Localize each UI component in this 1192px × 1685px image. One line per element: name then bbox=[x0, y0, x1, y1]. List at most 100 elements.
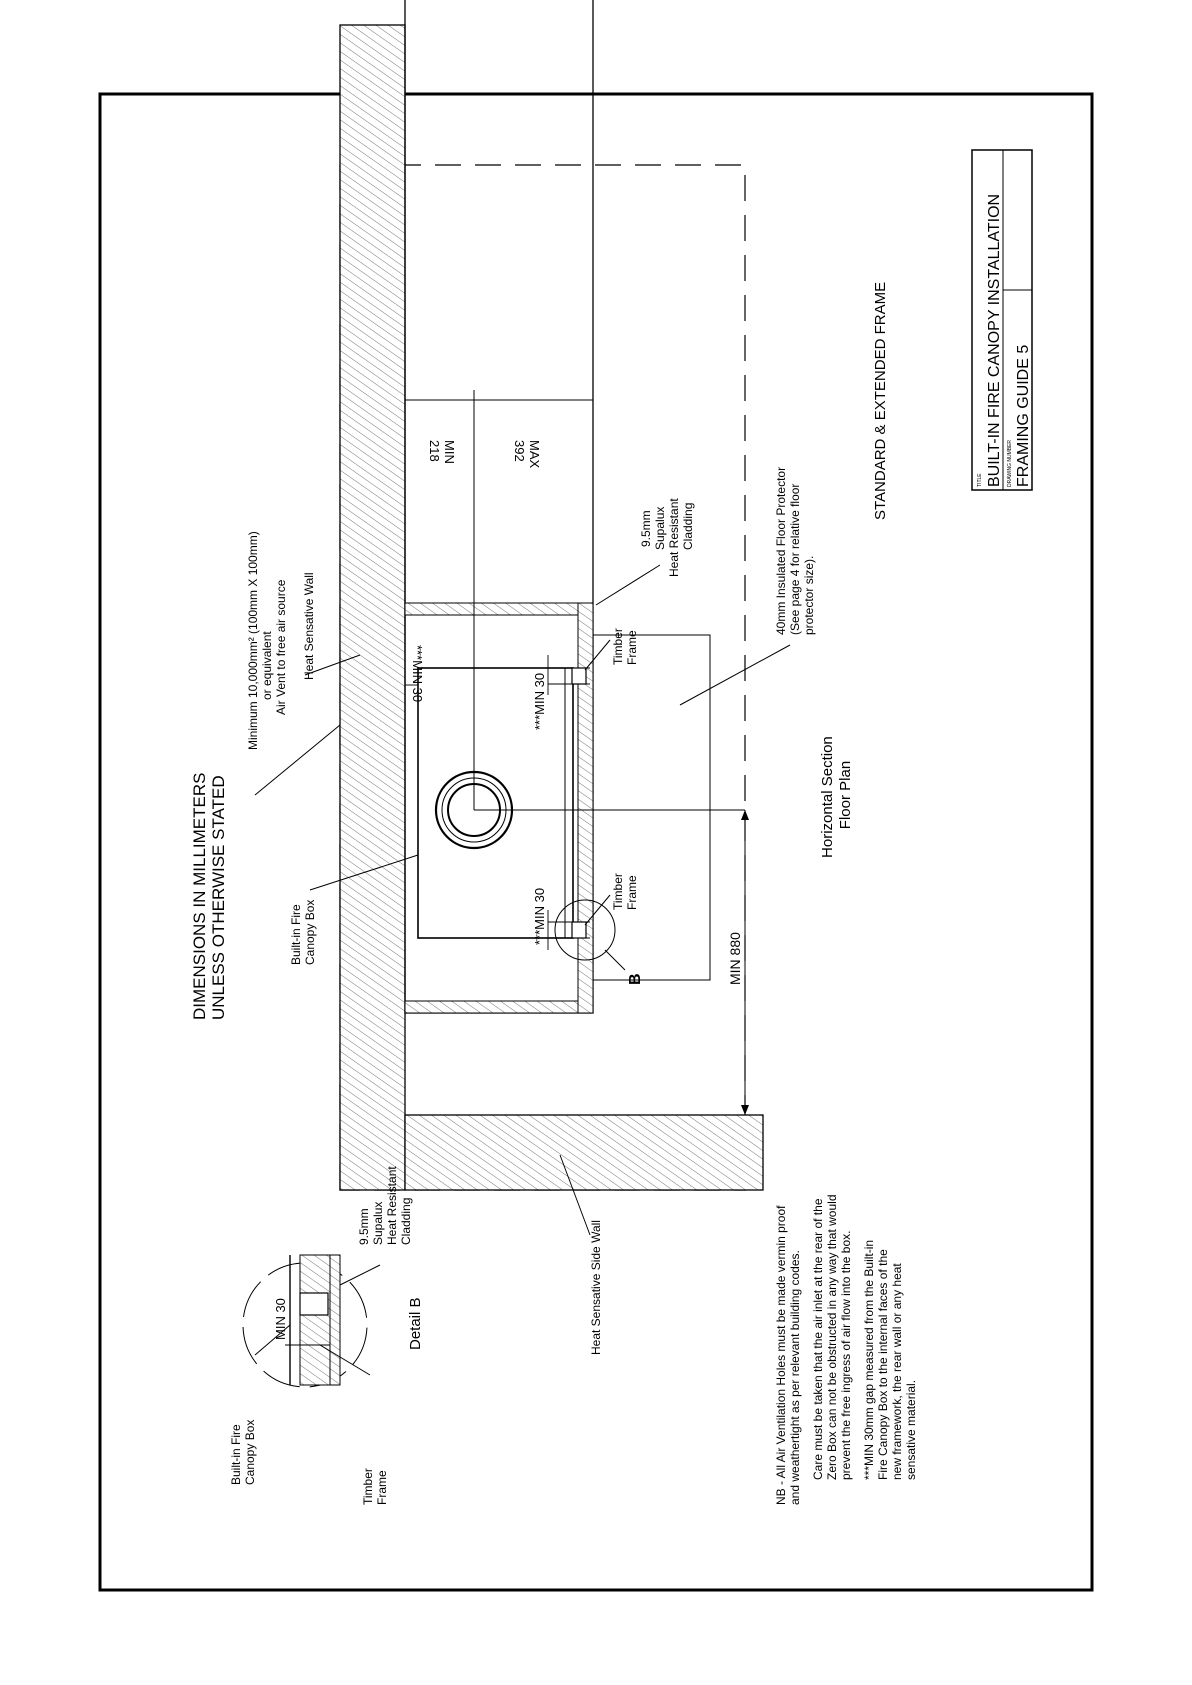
detail-b-timber-label: Timber Frame bbox=[361, 1465, 389, 1505]
note-2-line-3: prevent the free ingress of air flow int… bbox=[839, 1231, 853, 1480]
note-3-line-3: new framework, the rear wall or any heat bbox=[890, 1263, 904, 1480]
dim-880-arrow-left bbox=[741, 1105, 749, 1115]
detail-b-cladding-label: 9.5mm Supalux Heat Resistant Cladding bbox=[357, 1163, 413, 1245]
timber-frame-block-left bbox=[571, 921, 587, 939]
note-3-line-1: ***MIN 30mm gap measured from the Built-… bbox=[862, 1240, 876, 1480]
note-1: NB - All Air Ventilation Holes must be m… bbox=[774, 1202, 802, 1505]
dim-min30-right-label: ***MIN 30 bbox=[532, 673, 547, 730]
framework-cladding-left bbox=[404, 1000, 594, 1014]
header-title-line-2: UNLESS OTHERWISE STATED bbox=[209, 775, 228, 1020]
note-2-line-2: Zero Box can not be obstructed in any wa… bbox=[825, 1195, 839, 1481]
note-3-line-2: Fire Canopy Box to the internal faces of… bbox=[876, 1249, 890, 1480]
canopy-box-label-line-1: Built-in Fire bbox=[289, 904, 303, 965]
floor-protector-label-line-1: 40mm Insulated Floor Protector bbox=[774, 467, 788, 635]
detail-b-leader bbox=[604, 949, 626, 971]
timber-frame-label-left: Timber Frame bbox=[611, 870, 639, 910]
cladding-label-line-3: Heat Resistant bbox=[667, 498, 681, 577]
view-name-line-2: Floor Plan bbox=[837, 761, 854, 829]
air-vent-leader bbox=[254, 724, 341, 796]
floor-protector-label-line-3: protector size). bbox=[802, 556, 816, 635]
detail-b-cladding-label-line-1: 9.5mm bbox=[357, 1208, 371, 1245]
framework-cladding-front bbox=[577, 602, 594, 1014]
timber-frame-label-left-line-2: Frame bbox=[625, 875, 639, 910]
dim-218-label: 218 MIN bbox=[427, 440, 457, 465]
detail-b: MIN 30 Built-in Fire Canopy Box Timber F… bbox=[229, 1163, 424, 1505]
heat-wall-leader bbox=[304, 654, 361, 676]
framework-cladding-right bbox=[404, 602, 594, 616]
floor-plan: MIN 880 ***MIN 30 ***MIN 30 ***MIN 30 B … bbox=[190, 0, 889, 1355]
dim-min30-left-label: ***MIN 30 bbox=[532, 888, 547, 945]
cladding-label-line-2: Supalux bbox=[653, 507, 667, 550]
note-1-line-1: NB - All Air Ventilation Holes must be m… bbox=[774, 1205, 788, 1505]
frame-type-label: STANDARD & EXTENDED FRAME bbox=[872, 282, 889, 520]
notes: NB - All Air Ventilation Holes must be m… bbox=[774, 1191, 918, 1506]
rear-wall bbox=[339, 24, 406, 1191]
floor-protector-line bbox=[593, 634, 711, 981]
air-vent-label: Minimum 10,000mm² (100mm X 100mm) or equ… bbox=[246, 528, 288, 750]
detail-b-cladding-leader bbox=[339, 1264, 381, 1286]
canopy-box-label: Built-in Fire Canopy Box bbox=[289, 900, 317, 965]
timber-frame-label-right: Timber Frame bbox=[611, 625, 639, 665]
view-name-line-1: Horizontal Section bbox=[819, 736, 836, 858]
note-3: ***MIN 30mm gap measured from the Built-… bbox=[862, 1237, 918, 1480]
detail-b-canopy-label-line-2: Canopy Box bbox=[243, 1420, 257, 1485]
dim-218-qualifier: MIN bbox=[442, 440, 457, 464]
title-block-frame bbox=[971, 149, 1033, 491]
header-title-line-1: DIMENSIONS IN MILLIMETERS bbox=[190, 773, 209, 1020]
canopy-box bbox=[417, 667, 574, 939]
note-1-line-2: and weathertight as per relevant buildin… bbox=[788, 1250, 802, 1505]
detail-b-title: Detail B bbox=[407, 1297, 424, 1350]
detail-b-canopy-label: Built-in Fire Canopy Box bbox=[229, 1420, 257, 1485]
air-vent-label-line-3: Air Vent to free air source bbox=[274, 579, 288, 715]
cladding-label: 9.5mm Supalux Heat Resistant Cladding bbox=[639, 495, 695, 577]
cladding-label-line-1: 9.5mm bbox=[639, 510, 653, 547]
dim-392-qualifier: MAX bbox=[527, 440, 542, 469]
drawing-number: FRAMING GUIDE 5 bbox=[1015, 345, 1032, 487]
detail-b-circle bbox=[554, 899, 616, 961]
title-caption: TITLE bbox=[977, 473, 983, 487]
detail-b-cladding-label-line-3: Heat Resistant bbox=[385, 1166, 399, 1245]
timber-frame-label-left-line-1: Timber bbox=[611, 873, 625, 910]
header-title: DIMENSIONS IN MILLIMETERS UNLESS OTHERWI… bbox=[190, 768, 228, 1020]
drawing-title: BUILT-IN FIRE CANOPY INSTALLATION bbox=[986, 194, 1003, 487]
cladding-label-line-4: Cladding bbox=[681, 503, 695, 550]
detail-b-timber-label-line-2: Frame bbox=[375, 1470, 389, 1505]
detail-b-marker: B bbox=[627, 973, 644, 985]
air-vent-label-line-2: or equivalent bbox=[260, 631, 274, 700]
detail-b-timber-label-line-1: Timber bbox=[361, 1468, 375, 1505]
dim-392-value: 392 bbox=[512, 440, 527, 462]
dim-880-label: MIN 880 bbox=[727, 932, 743, 985]
timber-frame-label-right-line-1: Timber bbox=[611, 628, 625, 665]
rotated-drawing: MIN 880 ***MIN 30 ***MIN 30 ***MIN 30 B … bbox=[190, 0, 1033, 1506]
side-wall-leader bbox=[559, 1154, 591, 1236]
floor-protector-label-line-2: (See page 4 for relative floor bbox=[788, 484, 802, 635]
side-wall bbox=[404, 1114, 764, 1191]
detail-b-canopy-label-line-1: Built-in Fire bbox=[229, 1424, 243, 1485]
note-2: Care must be taken that the air inlet at… bbox=[811, 1191, 853, 1480]
timber-frame-block-right bbox=[571, 667, 587, 685]
side-wall-label: Heat Sensative Side Wall bbox=[589, 1220, 603, 1355]
detail-b-cladding bbox=[329, 1254, 341, 1386]
detail-b-timber-block bbox=[299, 1292, 329, 1316]
dim-218-value: 218 bbox=[427, 440, 442, 462]
dim-min30-rear-label: ***MIN 30 bbox=[410, 645, 425, 702]
floor-protector-label: 40mm Insulated Floor Protector (See page… bbox=[774, 464, 816, 635]
dim-392-label: 392 MAX bbox=[512, 440, 542, 469]
detail-b-timber bbox=[299, 1254, 331, 1386]
detail-b-cladding-label-line-2: Supalux bbox=[371, 1202, 385, 1245]
air-vent-label-line-1: Minimum 10,000mm² (100mm X 100mm) bbox=[246, 531, 260, 750]
detail-b-cladding-label-line-4: Cladding bbox=[399, 1198, 413, 1245]
canopy-box-label-line-2: Canopy Box bbox=[303, 900, 317, 965]
drawing-number-caption: DRAWING NUMBER bbox=[1007, 440, 1013, 487]
sheet-border bbox=[98, 92, 1094, 1592]
detail-b-timber-leader bbox=[319, 1344, 371, 1376]
note-3-line-4: sensative material. bbox=[904, 1380, 918, 1480]
detail-b-canopy-leader bbox=[254, 1324, 291, 1356]
cladding-leader bbox=[595, 564, 661, 606]
canopy-box-leader bbox=[309, 854, 419, 891]
note-2-line-1: Care must be taken that the air inlet at… bbox=[811, 1198, 825, 1480]
timber-frame-leader-left bbox=[584, 894, 611, 926]
floor-protector-leader bbox=[679, 644, 791, 706]
timber-frame-label-right-line-2: Frame bbox=[625, 630, 639, 665]
